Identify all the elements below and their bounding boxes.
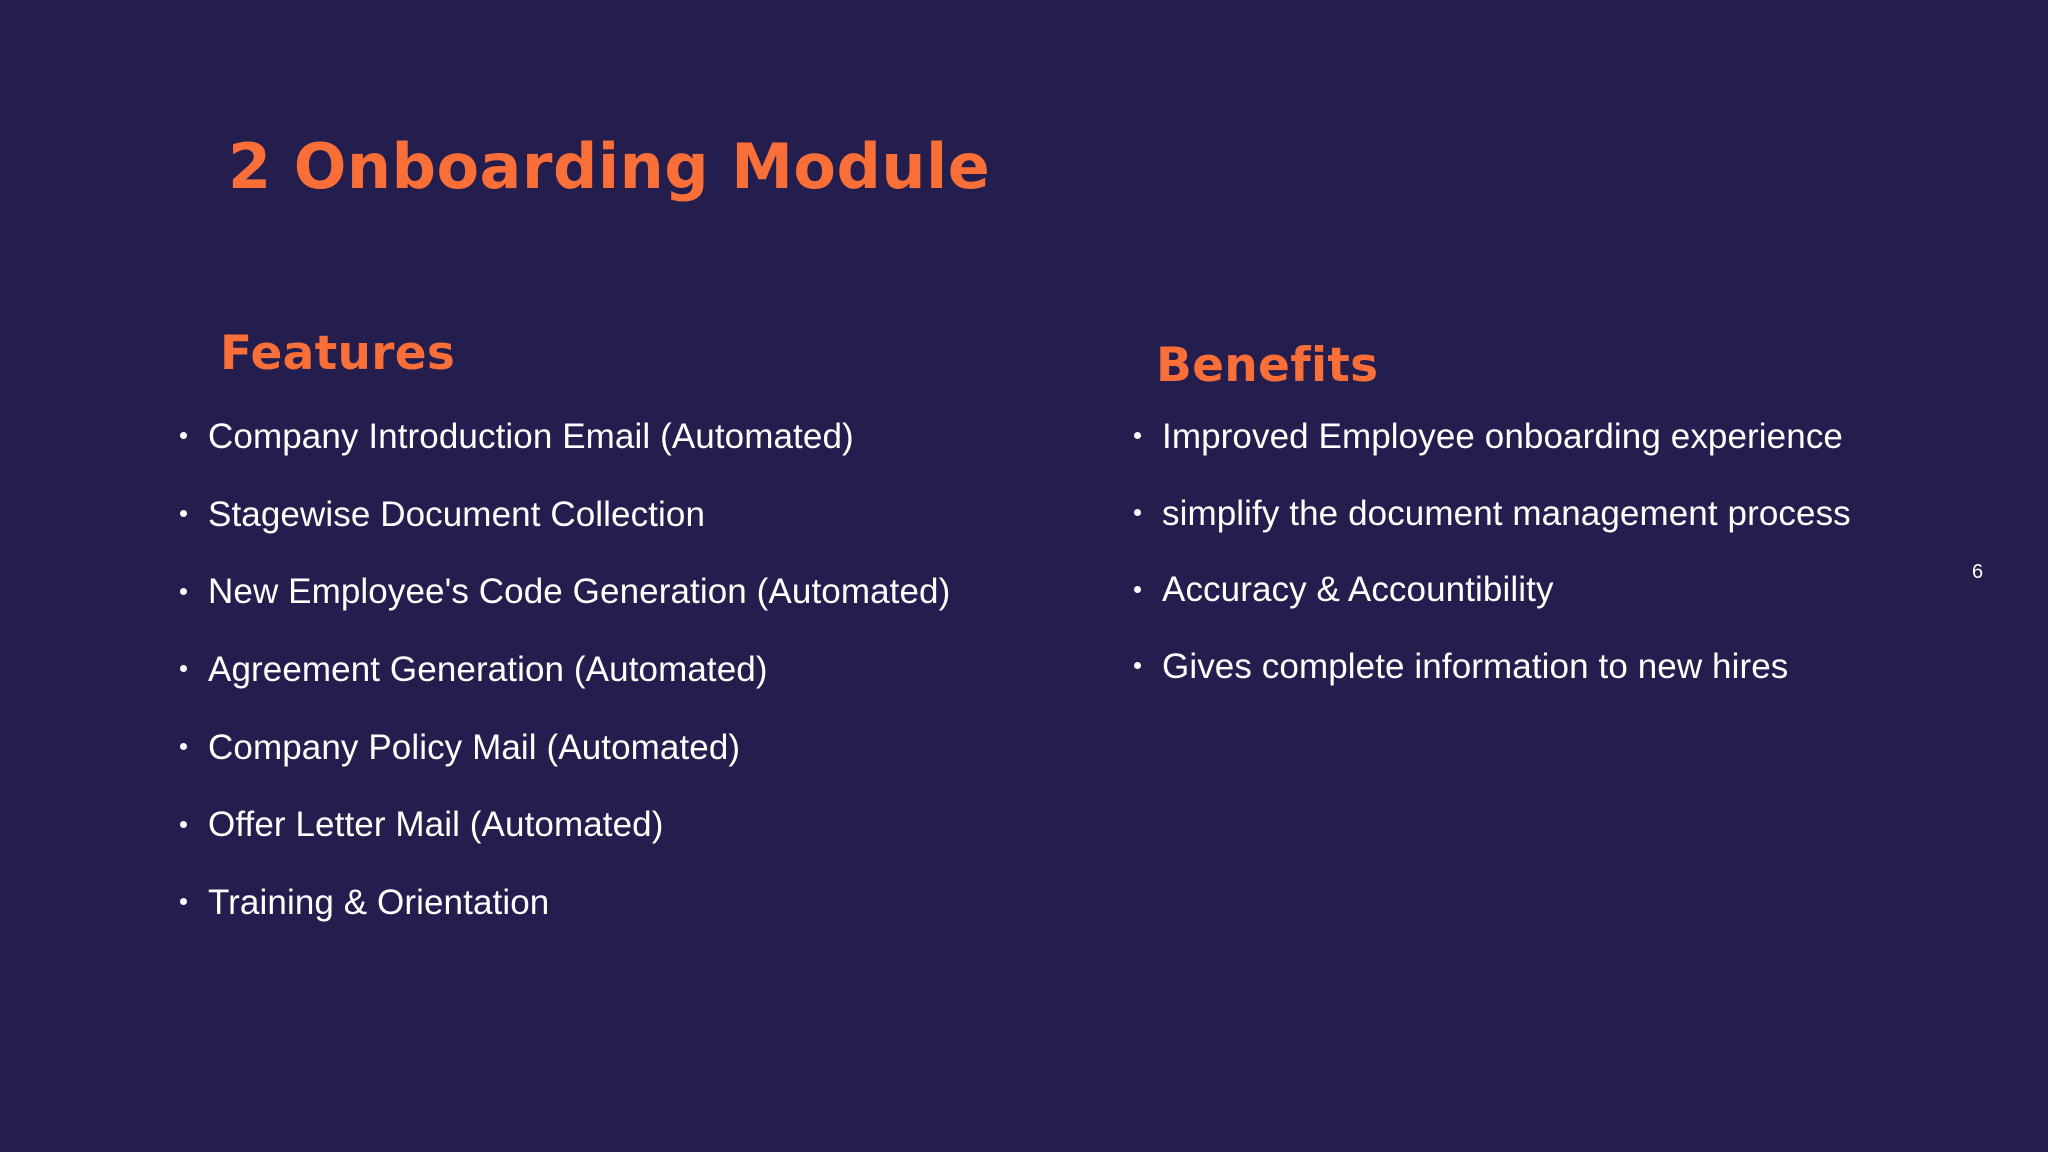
- list-item: Training & Orientation: [176, 878, 1006, 928]
- list-item: Agreement Generation (Automated): [176, 645, 1006, 695]
- bullet-dot-icon: [180, 898, 187, 906]
- list-item-label: Stagewise Document Collection: [208, 494, 706, 534]
- list-item-label: Company Policy Mail (Automated): [208, 727, 741, 767]
- list-item-label: Improved Employee onboarding experience: [1162, 417, 1843, 456]
- list-item-label: Agreement Generation (Automated): [208, 650, 768, 690]
- benefits-column-heading: Benefits: [1156, 338, 1379, 393]
- list-item-label: Accuracy & Accountibility: [1162, 570, 1554, 610]
- bullet-dot-icon: [180, 432, 187, 440]
- list-item: Company Introduction Email (Automated): [176, 412, 1006, 462]
- page-number: 6: [1972, 561, 1984, 583]
- list-item-label: Training & Orientation: [208, 883, 550, 923]
- features-list: Company Introduction Email (Automated) S…: [176, 412, 1006, 956]
- features-column-heading: Features: [220, 326, 456, 381]
- bullet-dot-icon: [1134, 585, 1141, 593]
- bullet-dot-icon: [180, 587, 187, 595]
- list-item-label: Gives complete information to new hires: [1162, 647, 1789, 687]
- list-item: Offer Letter Mail (Automated): [176, 800, 1006, 850]
- list-item: Stagewise Document Collection: [176, 490, 1006, 540]
- benefits-list: Improved Employee onboarding experience …: [1130, 412, 1990, 719]
- bullet-dot-icon: [1134, 662, 1141, 670]
- list-item-label: simplify the document management process: [1162, 493, 1851, 533]
- bullet-dot-icon: [180, 665, 187, 673]
- list-item: Company Policy Mail (Automated): [176, 723, 1006, 773]
- bullet-dot-icon: [180, 743, 187, 751]
- list-item-label: Company Introduction Email (Automated): [208, 417, 854, 456]
- list-item-label: Offer Letter Mail (Automated): [208, 805, 664, 845]
- bullet-dot-icon: [1134, 432, 1141, 440]
- bullet-dot-icon: [180, 820, 187, 828]
- bullet-dot-icon: [180, 509, 187, 517]
- bullet-dot-icon: [1134, 508, 1141, 516]
- list-item: Accuracy & Accountibility: [1130, 565, 1990, 615]
- list-item: Gives complete information to new hires: [1130, 642, 1990, 692]
- list-item: simplify the document management process: [1130, 489, 1990, 539]
- list-item: New Employee's Code Generation (Automate…: [176, 567, 1006, 617]
- list-item: Improved Employee onboarding experience: [1130, 412, 1990, 462]
- page-title: 2 Onboarding Module: [228, 129, 991, 203]
- list-item-label: New Employee's Code Generation (Automate…: [208, 572, 951, 612]
